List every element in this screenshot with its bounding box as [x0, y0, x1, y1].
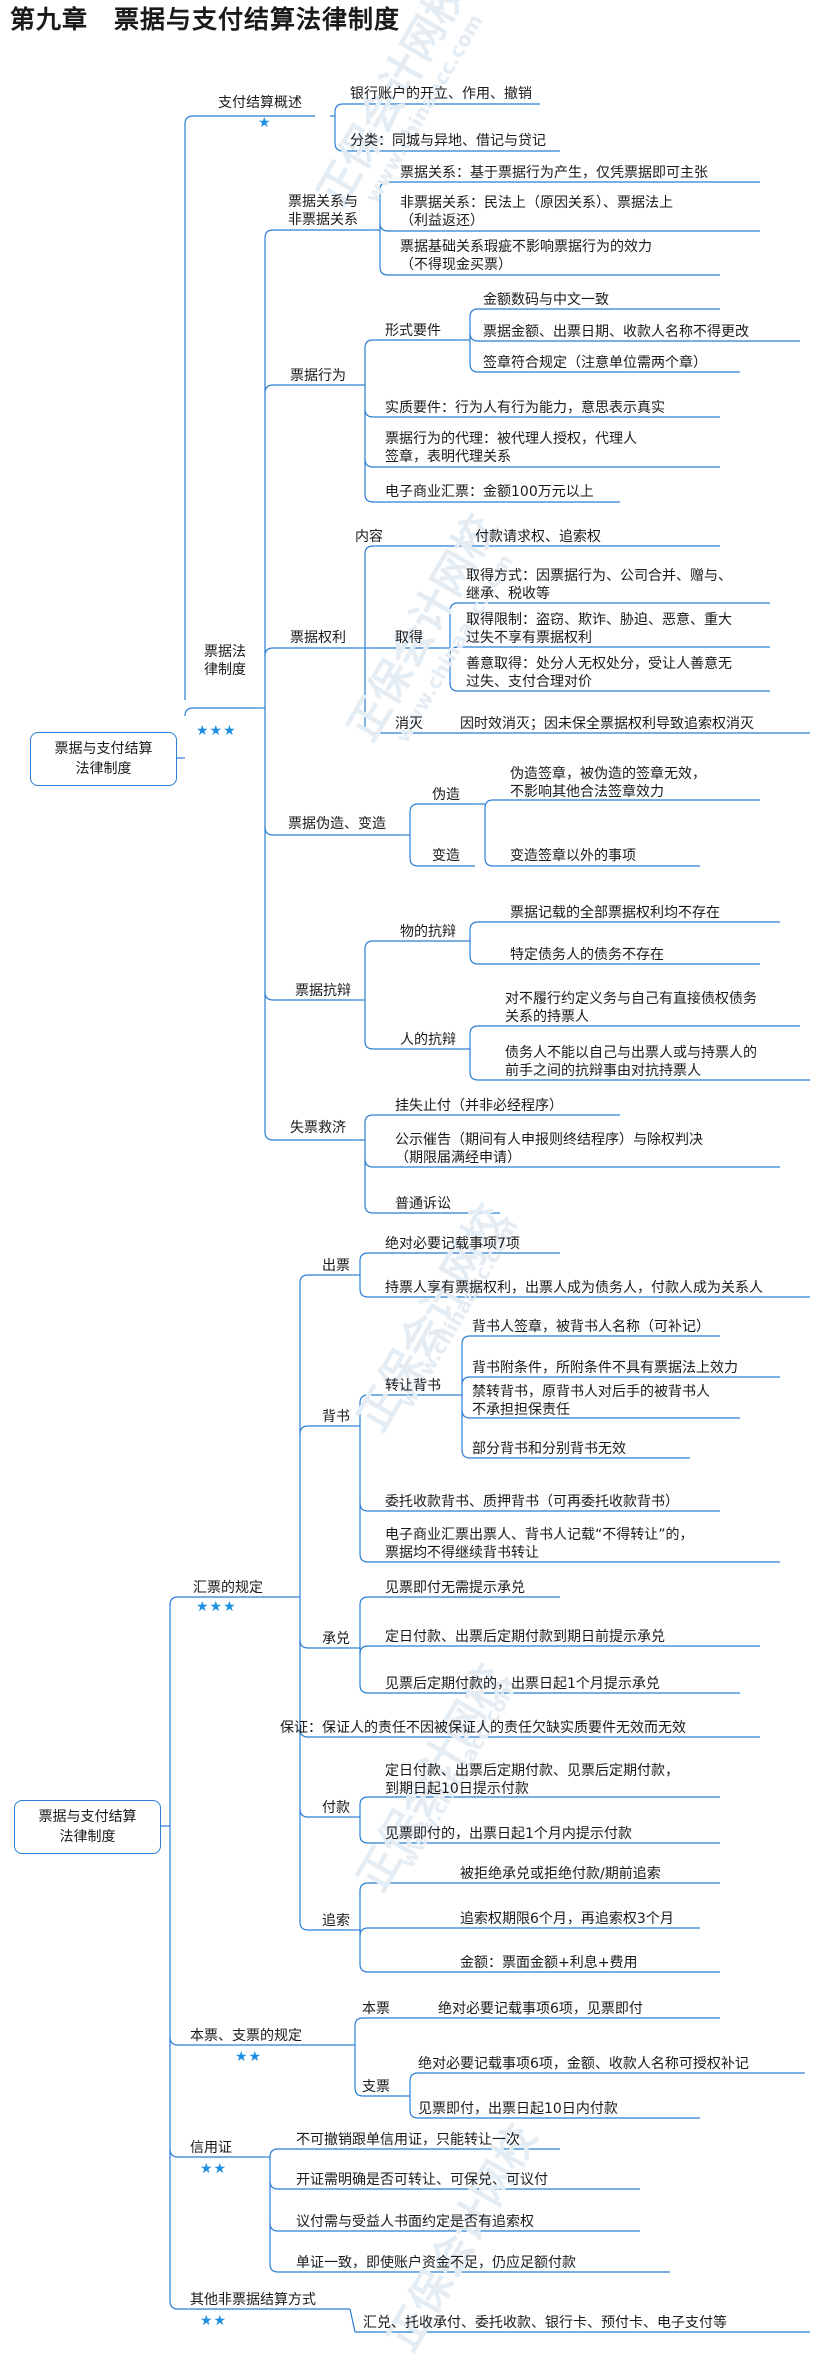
leaf: 见票即付无需提示承兑 [385, 1580, 525, 1596]
node-extinct: 消灭 [395, 716, 423, 732]
node-endorse: 背书 [322, 1409, 350, 1425]
leaf: 特定债务人的债务不存在 [510, 947, 664, 963]
leaf: 付款请求权、追索权 [475, 529, 601, 545]
leaf: 背书人签章，被背书人名称（可补记） [472, 1319, 710, 1335]
node-other: 其他非票据结算方式 [190, 2292, 316, 2308]
node-form: 形式要件 [385, 323, 441, 339]
leaf: 挂失止付（并非必经程序） [395, 1098, 563, 1114]
leaf: 取得方式：因票据行为、公司合并、赠与、 继承、税收等 [466, 568, 732, 602]
leaf: 绝对必要记载事项6项，见票即付 [438, 2001, 643, 2017]
node-forge: 票据伪造、变造 [288, 816, 386, 832]
leaf: 议付需与受益人书面约定是否有追索权 [296, 2214, 534, 2230]
stars-other: ★★ [200, 2313, 228, 2329]
leaf: 普通诉讼 [395, 1196, 451, 1212]
leaf: 禁转背书，原背书人对后手的被背书人 不承担担保责任 [472, 1384, 710, 1418]
leaf: 定日付款、出票后定期付款、见票后定期付款， 到期日起10日提示付款 [385, 1763, 679, 1797]
leaf: 伪造签章，被伪造的签章无效， 不影响其他合法签章效力 [510, 766, 706, 800]
leaf: 债务人不能以自己与出票人或与持票人的 前手之间的抗辩事由对抗持票人 [505, 1045, 757, 1079]
leaf: 变造签章以外的事项 [510, 848, 636, 864]
node-draft: 汇票的规定 [193, 1580, 263, 1596]
leaf: 背书附条件，所附条件不具有票据法上效力 [472, 1360, 738, 1376]
stars-law: ★★★ [196, 723, 237, 739]
leaf: 实质要件：行为人有行为能力，意思表示真实 [385, 400, 665, 416]
node-defense: 票据抗辩 [295, 983, 351, 999]
node-recourse: 追索 [322, 1913, 350, 1929]
node-act: 票据行为 [290, 368, 346, 384]
leaf: 金额：票面金额+利息+费用 [460, 1955, 638, 1971]
node-note: 本票 [362, 2001, 390, 2017]
leaf: 善意取得：处分人无权处分，受让人善意无 过失、支付合理对价 [466, 656, 732, 690]
leaf: 公示催告（期间有人申报则终结程序）与除权判决 （期限届满经申请） [395, 1132, 703, 1166]
node-person: 人的抗辩 [400, 1032, 456, 1048]
node-accept: 承兑 [322, 1631, 350, 1647]
leaf: 电子商业汇票：金额100万元以上 [385, 484, 594, 500]
leaf: 票据基础关系瑕疵不影响票据行为的效力 （不得现金买票） [400, 239, 652, 273]
node-thing: 物的抗辩 [400, 924, 456, 940]
node-note-check: 本票、支票的规定 [190, 2028, 302, 2044]
leaf: 定日付款、出票后定期付款到期日前提示承兑 [385, 1629, 665, 1645]
leaf: 票据记载的全部票据权利均不存在 [510, 905, 720, 921]
leaf: 对不履行约定义务与自己有直接债权债务 关系的持票人 [505, 991, 757, 1025]
leaf: 委托收款背书、质押背书（可再委托收款背书） [385, 1494, 679, 1510]
stars-note-check: ★★ [235, 2049, 263, 2065]
node-guarantee: 保证：保证人的责任不因被保证人的责任欠缺实质要件无效而无效 [280, 1720, 686, 1736]
leaf: 追索权期限6个月，再追索权3个月 [460, 1911, 674, 1927]
leaf: 非票据关系：民法上（原因关系）、票据法上 （利益返还） [400, 195, 673, 229]
node-obtain: 取得 [395, 630, 423, 646]
leaf: 部分背书和分别背书无效 [472, 1441, 626, 1457]
leaf: 汇兑、托收承付、委托收款、银行卡、预付卡、电子支付等 [363, 2315, 727, 2331]
leaf: 见票即付，出票日起10日内付款 [418, 2101, 618, 2117]
leaf: 见票后定期付款的，出票日起1个月提示承兑 [385, 1676, 660, 1692]
node-relief: 失票救济 [290, 1120, 346, 1136]
leaf: 票据金额、出票日期、收款人名称不得更改 [483, 324, 749, 340]
node-relation: 票据关系与 非票据关系 [288, 194, 358, 228]
leaf: 被拒绝承兑或拒绝付款/期前追索 [460, 1866, 661, 1882]
leaf: 绝对必要记载事项6项，金额、收款人名称可授权补记 [418, 2056, 749, 2072]
node-issue: 出票 [322, 1258, 350, 1274]
root-node-2: 票据与支付结算 法律制度 [14, 1800, 161, 1854]
node-alter: 变造 [432, 848, 460, 864]
stars-overview: ★ [258, 115, 272, 131]
leaf: 分类：同城与异地、借记与贷记 [350, 133, 546, 149]
leaf: 单证一致，即使账户资金不足，仍应足额付款 [296, 2255, 576, 2271]
node-law: 票据法 律制度 [204, 644, 246, 678]
leaf: 不可撤销跟单信用证，只能转让一次 [296, 2132, 520, 2148]
node-forge-sub: 伪造 [432, 787, 460, 803]
leaf: 持票人享有票据权利，出票人成为债务人，付款人成为关系人 [385, 1280, 763, 1296]
leaf: 电子商业汇票出票人、背书人记载“不得转让”的， 票据均不得继续背书转让 [385, 1527, 694, 1561]
node-payment: 付款 [322, 1800, 350, 1816]
node-overview: 支付结算概述 [218, 95, 302, 111]
node-transfer: 转让背书 [385, 1378, 441, 1394]
leaf: 票据行为的代理：被代理人授权，代理人 签章，表明代理关系 [385, 431, 637, 465]
node-rights: 票据权利 [290, 630, 346, 646]
stars-credit: ★★ [200, 2161, 228, 2177]
leaf: 银行账户的开立、作用、撤销 [350, 86, 532, 102]
stars-draft: ★★★ [196, 1599, 237, 1615]
leaf: 票据关系：基于票据行为产生，仅凭票据即可主张 [400, 165, 708, 181]
leaf: 因时效消灭；因未保全票据权利导致追索权消灭 [460, 716, 754, 732]
page-title: 第九章票据与支付结算法律制度 [10, 5, 401, 34]
leaf: 取得限制：盗窃、欺诈、胁迫、恶意、重大 过失不享有票据权利 [466, 612, 732, 646]
root-node-1: 票据与支付结算 法律制度 [30, 732, 177, 786]
node-content: 内容 [355, 529, 383, 545]
leaf: 见票即付的，出票日起1个月内提示付款 [385, 1826, 632, 1842]
leaf: 开证需明确是否可转让、可保兑、可议付 [296, 2172, 548, 2188]
node-check: 支票 [362, 2079, 390, 2095]
leaf: 绝对必要记载事项7项 [385, 1236, 520, 1252]
leaf: 金额数码与中文一致 [483, 292, 609, 308]
leaf: 签章符合规定（注意单位需两个章） [483, 355, 707, 371]
node-credit: 信用证 [190, 2140, 232, 2156]
